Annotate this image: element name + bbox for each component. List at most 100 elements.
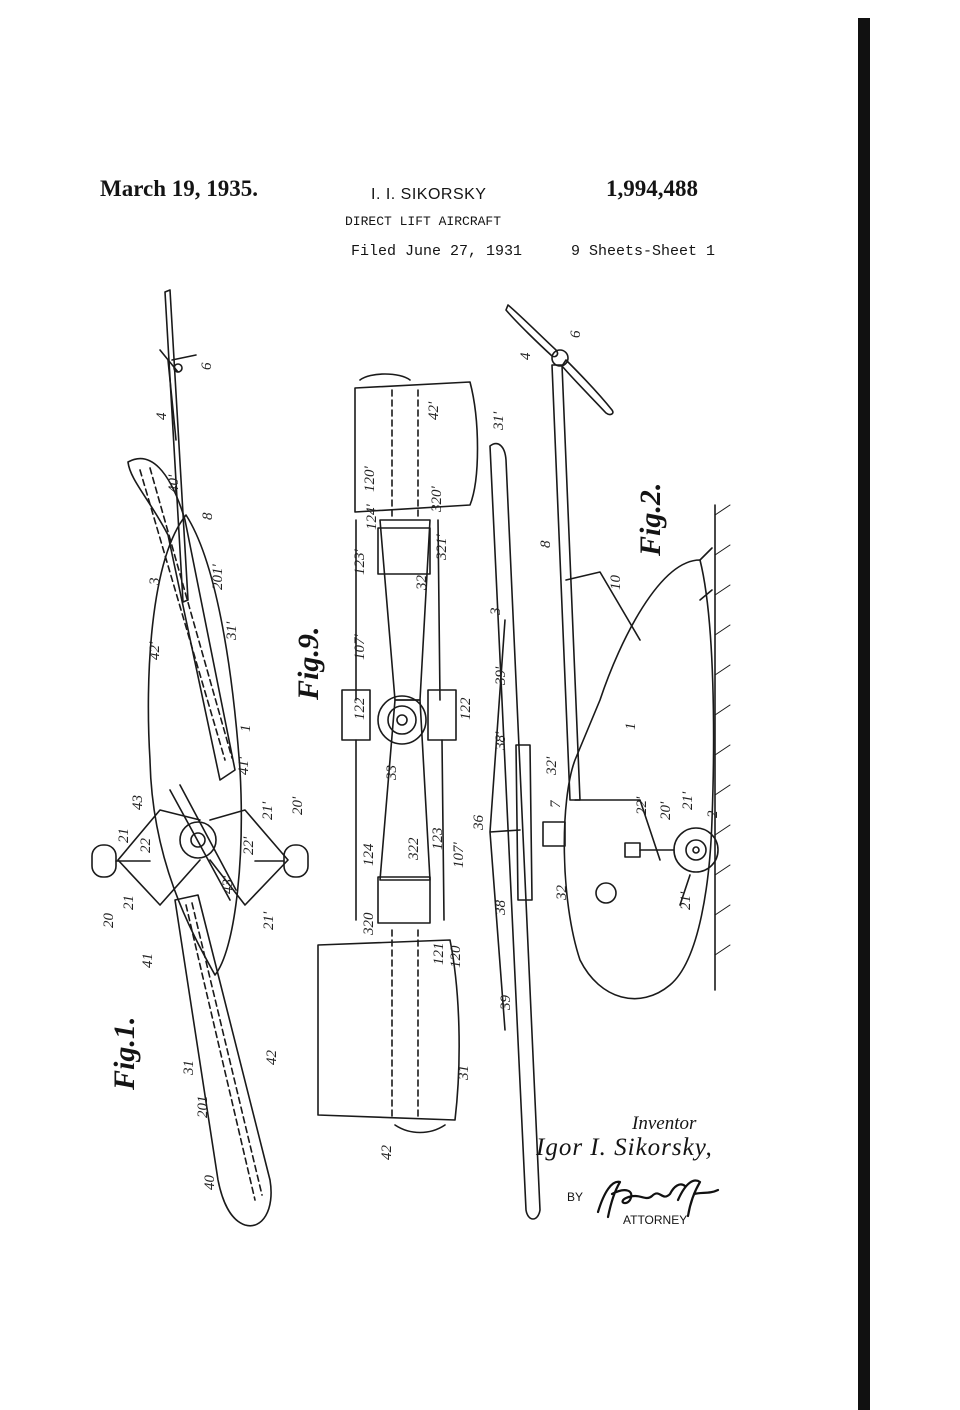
svg-text:21': 21' [261,911,277,930]
fig1-refs: 4 6 40' 8 201' 3 42' 31' 1 41' 43 21 22 … [101,362,306,1190]
svg-text:38: 38 [493,900,509,917]
fig9-bracket-lower [377,876,431,924]
svg-text:8: 8 [538,540,554,548]
fig1-tail-boom [164,289,189,603]
svg-text:41: 41 [140,953,156,968]
fig1-gear-right [209,809,289,906]
filing-date: Filed June 27, 1931 [351,243,523,260]
fig9-hub [377,695,427,745]
svg-text:20': 20' [658,801,674,820]
patent-title: DIRECT LIFT AIRCRAFT [345,214,502,229]
fig2-rotor-head [515,744,533,901]
fig2-mast-box [542,821,566,847]
svg-text:3: 3 [488,608,504,617]
svg-text:201: 201 [195,1096,211,1119]
svg-text:20: 20 [101,913,117,929]
svg-text:21: 21 [116,828,132,843]
svg-text:6: 6 [199,362,215,370]
fig9-blade-root-lower [317,939,460,1121]
svg-text:21': 21' [260,801,276,820]
fig2-refs: 4 6 8 10 3 39' 1 38' 32' 36 7 22' 20' 21… [471,330,721,1011]
fig2-wheel [673,827,719,873]
fig9-label: Fig.9. [292,627,325,701]
fig1-gear-left [117,809,201,906]
inventor-initials: I. I. SIKORSKY [371,186,487,203]
fig9-horn-left [341,689,371,741]
svg-text:320': 320' [429,486,445,514]
svg-text:42': 42' [426,401,442,420]
svg-text:1: 1 [623,723,639,731]
svg-text:40': 40' [166,474,182,493]
fig1-blade-lower [174,894,272,1227]
svg-text:31': 31' [224,621,240,641]
inventor-signature-name: Igor I. Sikorsky, [536,1134,713,1161]
fig2-fuselage [563,559,715,1000]
svg-text:20': 20' [290,796,306,815]
fig1-tail-rotor [159,349,197,373]
fig1-fuselage [147,514,243,976]
svg-text:31: 31 [181,1060,197,1076]
svg-text:120: 120 [448,945,464,968]
fig9-blade-tip-upper [354,381,479,513]
patent-number: 1,994,488 [606,176,698,201]
svg-text:41': 41' [236,756,252,775]
svg-text:32: 32 [414,575,430,592]
fig1-drawing [91,289,309,1227]
fig9-drawing [317,373,479,1134]
svg-text:322: 322 [406,837,422,861]
svg-text:107': 107' [352,634,368,661]
svg-text:40: 40 [202,1175,218,1191]
svg-text:8: 8 [200,512,216,520]
svg-text:31: 31 [456,1065,472,1081]
svg-text:3: 3 [147,578,163,587]
svg-text:22: 22 [138,838,154,854]
svg-text:4: 4 [154,412,170,420]
attorney-signature [596,1179,720,1219]
svg-text:120': 120' [362,466,378,493]
attorney-label: ATTORNEY [623,1213,688,1227]
fig1-wheel-left [91,844,117,878]
fig1-hub [179,821,217,859]
svg-text:121: 121 [431,943,447,966]
svg-text:124: 124 [361,843,377,866]
svg-text:22': 22' [241,836,257,855]
patent-date: March 19, 1935. [100,176,259,201]
svg-text:36: 36 [471,815,487,832]
svg-text:39: 39 [498,995,514,1012]
page-edge-bar [858,18,870,1410]
fig2-tail-rotor-upper [505,304,559,358]
fig2-tail-boom [551,364,581,801]
svg-text:43': 43' [220,875,236,894]
fig2-label: Fig.2. [634,483,667,557]
svg-text:21': 21' [680,791,696,810]
svg-text:2: 2 [705,810,721,818]
fig9-refs: 42' 31' 120' 320' 124' 123' 321' 32 107'… [352,401,507,1160]
svg-text:4: 4 [518,352,534,360]
svg-text:32': 32' [544,756,560,776]
svg-text:6: 6 [568,330,584,338]
fig2-tail-rotor-lower [561,359,614,416]
svg-text:33: 33 [384,765,400,781]
svg-text:7: 7 [548,799,564,808]
svg-text:124': 124' [364,504,380,531]
svg-text:321': 321' [434,534,450,562]
fig9-spar-upper [379,519,431,701]
svg-text:320: 320 [361,912,377,936]
fig1-label: Fig.1. [108,1017,141,1091]
svg-text:32: 32 [554,885,570,902]
svg-text:201': 201' [210,564,226,591]
svg-text:122: 122 [458,697,474,720]
svg-text:123: 123 [430,828,446,851]
fig9-bracket-upper [377,527,431,575]
fig2-main-blade [489,442,541,1220]
fig9-spar-lower [379,699,431,881]
svg-text:107': 107' [451,842,467,869]
svg-text:10: 10 [608,575,624,591]
svg-text:1: 1 [238,725,254,733]
by-label: BY [567,1190,584,1204]
svg-text:21: 21 [121,895,137,910]
svg-text:123': 123' [352,549,368,576]
sheet-count: 9 Sheets-Sheet 1 [571,243,716,260]
inventor-role-label: Inventor [632,1113,697,1134]
